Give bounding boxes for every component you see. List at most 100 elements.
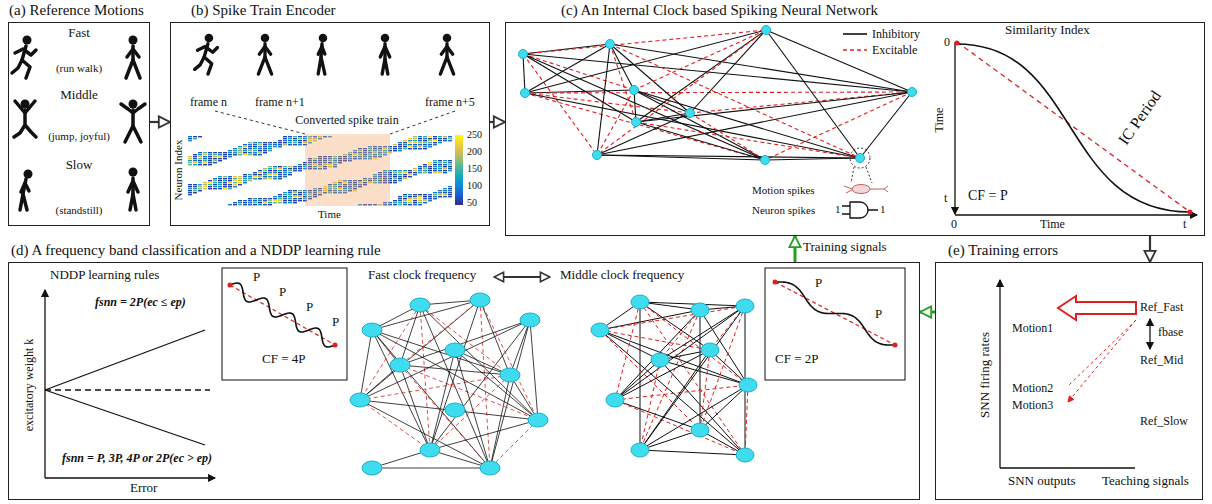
spike-dash: [188, 156, 192, 157]
spike-dash: [423, 136, 427, 137]
spike-dash: [223, 182, 227, 183]
spike-dash: [193, 160, 197, 161]
spike-dash: [263, 142, 267, 143]
spike-dash: [268, 142, 272, 143]
spike-dash: [428, 168, 432, 169]
spike-dash: [393, 150, 397, 151]
spike-dash: [228, 152, 232, 153]
spike-dash: [198, 164, 202, 165]
spike-dash: [413, 170, 417, 171]
panel-heading: (c) An Internal Clock based Spiking Neur…: [561, 2, 878, 19]
figure-label: Teaching signals: [1102, 474, 1189, 489]
figure-label: excitatory weight k: [23, 339, 37, 432]
spike-dash: [263, 202, 267, 203]
neuron-node: [606, 393, 624, 407]
spike-dash: [408, 144, 412, 145]
spike-dash: [213, 182, 217, 183]
spike-dash: [408, 142, 412, 143]
figure-head: [443, 34, 452, 43]
spike-dash: [298, 168, 302, 169]
spike-dash: [408, 196, 412, 197]
neuron-node: [445, 403, 465, 417]
inhibitory-synapse: [523, 54, 525, 93]
legend-entry: Inhibitory: [842, 24, 920, 40]
spike-dash: [288, 174, 292, 175]
legend-text: Inhibitory: [872, 27, 920, 41]
rule-line: [45, 389, 210, 390]
spike-dash: [423, 140, 427, 141]
spike-dash: [413, 198, 417, 199]
stick-figure: [128, 168, 138, 211]
figure-limb: [198, 47, 218, 53]
excitatory-synapse: [700, 350, 710, 430]
spike-dash: [218, 152, 222, 153]
figure-label: 1: [880, 203, 886, 216]
spike-dash: [273, 178, 277, 179]
inhibitory-synapse: [597, 155, 765, 160]
spike-dash: [203, 158, 207, 159]
spike-dash: [443, 192, 447, 193]
spike-dash: [228, 178, 232, 179]
spike-dash: [278, 176, 282, 177]
spike-dash: [193, 184, 197, 185]
spike-dash: [413, 140, 417, 141]
neuron-node: [500, 368, 520, 382]
figure-label: Fast: [68, 26, 90, 41]
stick-figure: [14, 100, 36, 138]
spike-dash: [443, 170, 447, 171]
spike-dash: [443, 138, 447, 139]
spike-dash: [393, 148, 397, 149]
spike-dash: [408, 146, 412, 147]
spike-dash: [243, 176, 247, 177]
spike-dash: [208, 156, 212, 157]
spike-dash: [433, 140, 437, 141]
spike-dash: [278, 202, 282, 203]
spike-dash: [218, 154, 222, 155]
figure-limb: [318, 57, 325, 74]
neuron-node: [856, 154, 865, 163]
spike-dash: [403, 172, 407, 173]
spike-dash: [273, 146, 277, 147]
spike-dash: [253, 200, 257, 201]
spike-dash: [423, 142, 427, 143]
figure-limb: [380, 47, 390, 57]
spike-dash: [423, 194, 427, 195]
spike-dash: [243, 154, 247, 155]
spike-dash: [413, 172, 417, 173]
spike-dash: [288, 138, 292, 139]
spike-dash: [423, 166, 427, 167]
spike-dash: [238, 182, 242, 183]
spike-dash: [403, 146, 407, 147]
spike-dash: [223, 156, 227, 157]
curve-dot: [228, 283, 233, 288]
figure-limb: [128, 181, 138, 192]
spike-dash: [203, 186, 207, 187]
spike-dash: [258, 148, 262, 149]
spike-dash: [218, 184, 222, 185]
reference-diagonal: [957, 42, 1190, 212]
spike-dash: [253, 174, 257, 175]
figure-label: 100: [467, 180, 482, 192]
spike-dash: [428, 142, 432, 143]
spike-dash: [263, 176, 267, 177]
spike-dash: [228, 176, 232, 177]
spike-dash: [188, 160, 192, 161]
spike-dash: [438, 168, 442, 169]
spike-dash: [288, 190, 292, 191]
spike-dash: [198, 188, 202, 189]
inhibitory-synapse: [360, 400, 490, 468]
spike-dash: [413, 174, 417, 175]
inhibitory-synapse: [430, 300, 480, 450]
spike-dash: [293, 168, 297, 169]
spike-dash: [218, 188, 222, 189]
spike-dash: [188, 192, 192, 193]
figure-limb: [14, 125, 36, 137]
spike-dash: [418, 204, 422, 205]
figure-label: 0: [951, 218, 957, 232]
spike-dash: [273, 170, 277, 171]
axis: [45, 477, 215, 478]
spike-dash: [443, 190, 447, 191]
spike-dash: [238, 146, 242, 147]
spike-dash: [218, 178, 222, 179]
spike-dash: [273, 142, 277, 143]
